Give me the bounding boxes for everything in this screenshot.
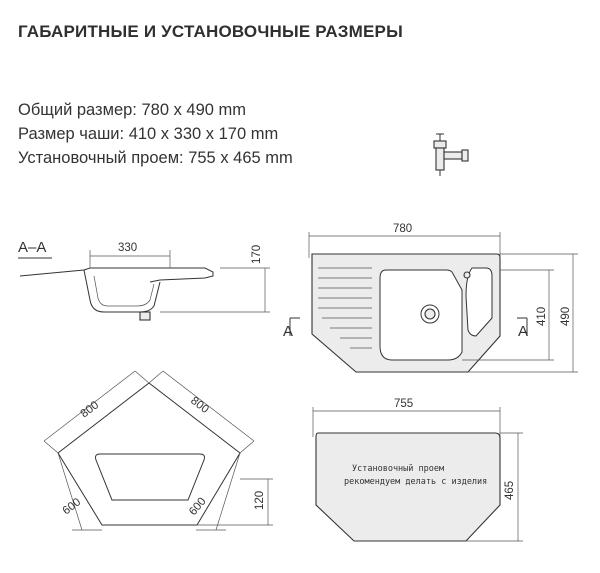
- corner-offset: 120: [254, 491, 266, 510]
- cutout-height: 465: [504, 481, 516, 500]
- section-marker-left: A: [283, 323, 293, 340]
- cutout-view: 755 Установочный проем рекомендуем делат…: [312, 398, 523, 542]
- page-title: ГАБАРИТНЫЕ И УСТАНОВОЧНЫЕ РАЗМЕРЫ: [18, 22, 403, 41]
- spec-cutout-size: Установочный проем: 755 х 465 mm: [18, 149, 293, 167]
- cutout-note-line2: рекомендуем делать с изделия: [344, 477, 487, 487]
- section-view: А–А 330 170: [18, 239, 270, 321]
- cutout-note-line1: Установочный проем: [352, 464, 444, 474]
- top-width: 780: [393, 223, 412, 235]
- corner-short-right: 600: [187, 496, 209, 518]
- section-marker-right: A: [518, 323, 528, 340]
- top-bowl-depth: 410: [536, 307, 548, 326]
- section-depth: 170: [251, 245, 263, 264]
- section-bowl-width: 330: [118, 242, 137, 254]
- section-label: А–А: [18, 239, 46, 256]
- sink-top-view: 780 A A 410: [283, 223, 578, 373]
- corner-view: 800 800 600 600 120: [43, 370, 273, 531]
- top-total-depth: 490: [560, 307, 572, 326]
- spec-bowl-size: Размер чаши: 410 х 330 х 170 mm: [18, 125, 279, 143]
- siphon-icon: [433, 133, 469, 176]
- spec-overall-size: Общий размер: 780 х 490 mm: [18, 101, 247, 119]
- corner-short-left: 600: [61, 496, 84, 517]
- corner-side-left: 800: [79, 399, 102, 420]
- cutout-width: 755: [394, 398, 413, 410]
- spec-list: Общий размер: 780 х 490 mm Размер чаши: …: [18, 98, 293, 170]
- corner-side-right: 800: [188, 395, 211, 416]
